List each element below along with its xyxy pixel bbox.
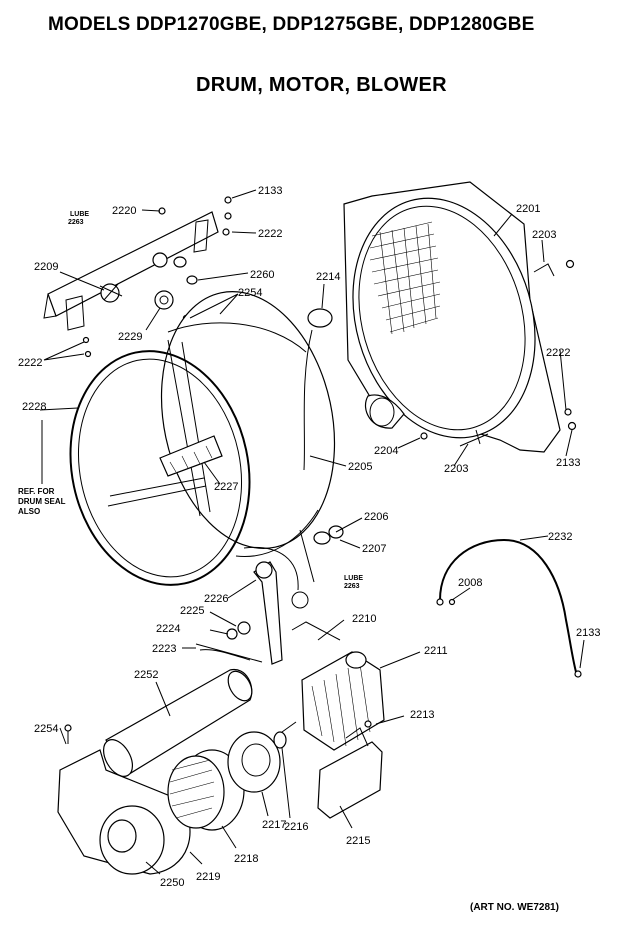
label-2201: 2201 <box>516 203 540 215</box>
label-2203-top: 2203 <box>532 229 556 241</box>
section-title: DRUM, MOTOR, BLOWER <box>196 74 447 96</box>
label-2232: 2232 <box>548 531 572 543</box>
fasteners-right <box>420 259 577 447</box>
label-2260: 2260 <box>250 269 274 281</box>
label-2213: 2213 <box>410 709 434 721</box>
label-2250: 2250 <box>160 877 184 889</box>
label-2252: 2252 <box>134 669 158 681</box>
label-2133-right: 2133 <box>556 457 580 469</box>
front-bracket-2209 <box>43 211 219 331</box>
label-2210: 2210 <box>352 613 376 625</box>
screw-2254b <box>64 724 72 744</box>
pulley-2217 <box>227 731 287 793</box>
label-2203-bottom: 2203 <box>444 463 468 475</box>
label-2222-top: 2222 <box>258 228 282 240</box>
ref-note-line3: ALSO <box>18 507 40 516</box>
label-2133-cable: 2133 <box>576 627 600 639</box>
motor-2211 <box>281 621 385 751</box>
label-2217: 2217 <box>262 819 286 831</box>
lube-note-mid-line2: 2263 <box>344 583 360 590</box>
label-2254-bottom: 2254 <box>34 723 58 735</box>
exhaust-duct-2252 <box>102 668 253 777</box>
blower-wheel-2218 <box>167 749 245 831</box>
leader-lines <box>39 189 585 875</box>
label-2227: 2227 <box>214 481 238 493</box>
label-2228: 2228 <box>22 401 46 413</box>
lube-note-mid-line1: LUBE <box>344 575 363 582</box>
label-2219: 2219 <box>196 871 220 883</box>
label-2207: 2207 <box>362 543 386 555</box>
idler-wheel-2229 <box>154 290 174 310</box>
rear-bulkhead-2201 <box>343 181 561 453</box>
label-2206: 2206 <box>364 511 388 523</box>
label-2205: 2205 <box>348 461 372 473</box>
label-2222-right: 2222 <box>546 347 570 359</box>
label-2229: 2229 <box>118 331 142 343</box>
label-2204: 2204 <box>374 445 398 457</box>
label-2133-top: 2133 <box>258 185 282 197</box>
ref-note-line1: REF. FOR <box>18 487 55 496</box>
label-2008: 2008 <box>458 577 482 589</box>
drive-belt-2205 <box>243 525 344 591</box>
blower-housing-2250 <box>57 749 191 875</box>
label-2254-top: 2254 <box>238 287 262 299</box>
label-2223: 2223 <box>152 643 176 655</box>
drum-2228 <box>69 291 336 586</box>
idler-arm-2226 <box>195 561 309 665</box>
label-2209: 2209 <box>34 261 58 273</box>
lube-note-top-line1: LUBE <box>70 211 89 218</box>
label-2218: 2218 <box>234 853 258 865</box>
switch-2214 <box>303 308 333 471</box>
lint-screen-holes <box>369 221 441 335</box>
label-2225: 2225 <box>180 605 204 617</box>
ref-note-line2: DRUM SEAL <box>18 497 66 506</box>
art-number: (ART NO. WE7281) <box>470 902 559 913</box>
sensor-cable-2232 <box>436 538 582 678</box>
label-2226: 2226 <box>204 593 228 605</box>
label-2224: 2224 <box>156 623 180 635</box>
label-2215: 2215 <box>346 835 370 847</box>
label-2214: 2214 <box>316 271 340 283</box>
label-2216: 2216 <box>284 821 308 833</box>
models-title: MODELS DDP1270GBE, DDP1275GBE, DDP1280GB… <box>48 14 535 35</box>
motor-mount-2215 <box>317 720 383 819</box>
label-2220: 2220 <box>112 205 136 217</box>
label-2211: 2211 <box>424 645 448 657</box>
label-2222-left: 2222 <box>18 357 42 369</box>
lube-note-top-line2: 2263 <box>68 219 84 226</box>
